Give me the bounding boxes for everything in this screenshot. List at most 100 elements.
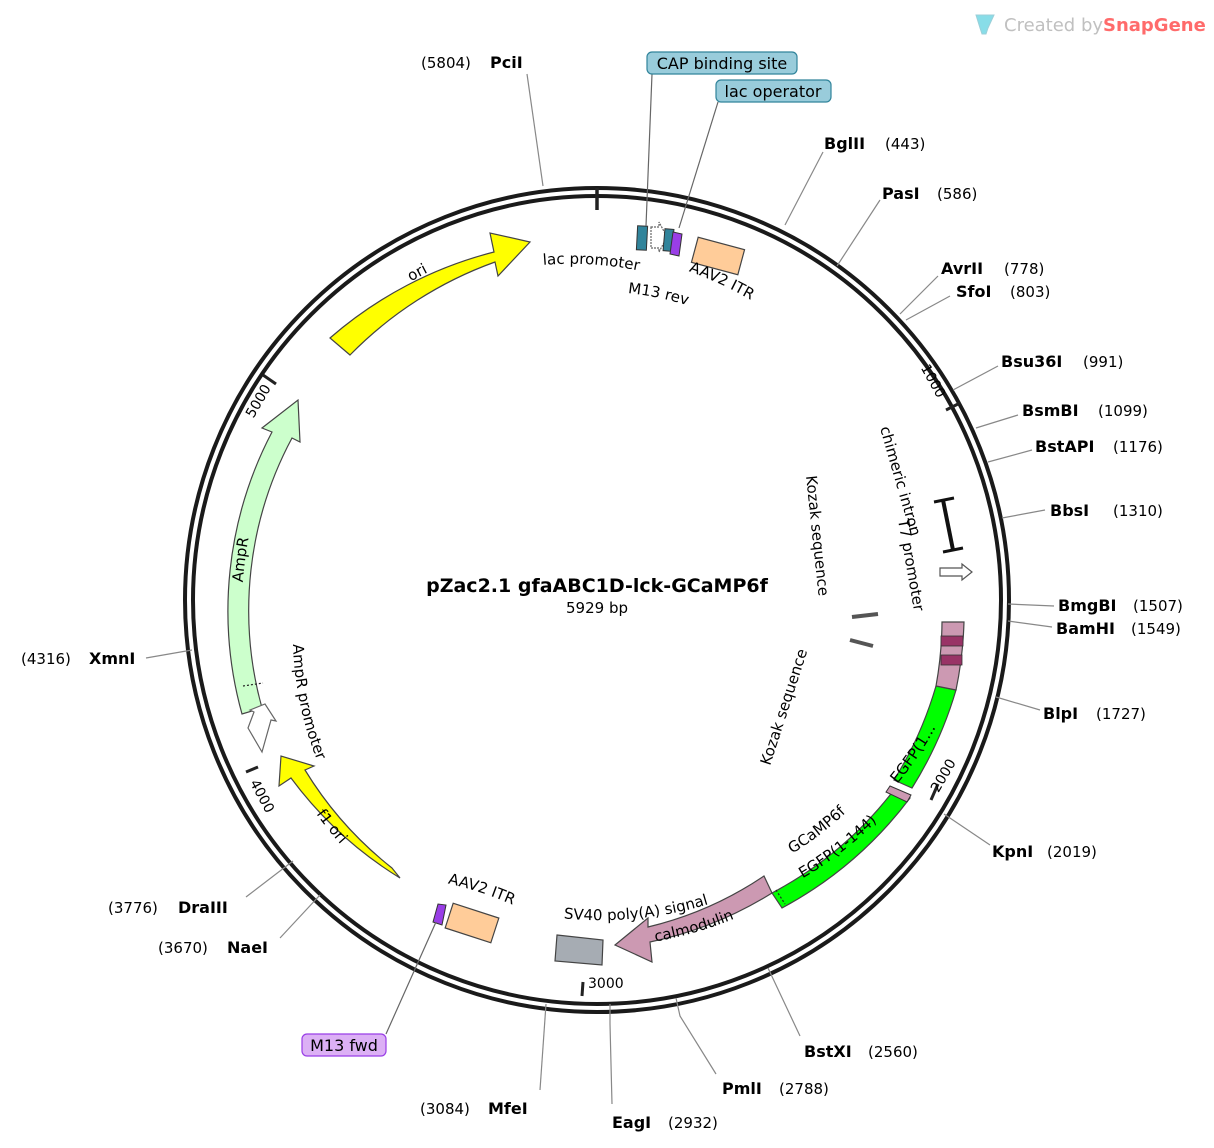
site-draiii-pos: (3776) (108, 899, 158, 917)
site-blpi-pos: (1727) (1096, 705, 1146, 723)
snapgene-watermark: Created by SnapGene (975, 14, 1206, 36)
cap-binding-text: CAP binding site (657, 54, 787, 73)
chimeric-intron-bar[interactable] (941, 499, 955, 551)
site-bsu36i-name: Bsu36I (1001, 352, 1062, 371)
site-avrii-name: AvrII (941, 259, 983, 278)
site-bmgbi[interactable]: BmgBI (1507) (1007, 596, 1183, 615)
m13-fwd-text: M13 fwd (310, 1036, 378, 1055)
site-sfoi[interactable]: SfoI (803) (905, 282, 1050, 321)
ori-arrow[interactable] (329, 232, 532, 356)
site-bstxi-pos: (2560) (868, 1043, 918, 1061)
site-pcii-name: PciI (490, 53, 523, 72)
site-bsmbi-name: BsmBI (1022, 401, 1079, 420)
site-kpni-name: KpnI (992, 842, 1033, 861)
site-pasi[interactable]: PasI (586) (836, 184, 977, 267)
cap-binding-box[interactable] (646, 51, 798, 75)
site-avrii[interactable]: AvrII (778) (899, 259, 1044, 315)
kozak-2-label: Kozak sequence (757, 647, 812, 768)
ampr-promoter-arrow[interactable] (247, 703, 278, 754)
tick-2000: 2000 (928, 756, 960, 801)
site-bstxi-name: BstXI (804, 1042, 852, 1061)
watermark-prefix: Created by (1004, 15, 1103, 36)
site-bsmbi[interactable]: BsmBI (1099) (975, 401, 1148, 429)
site-bamhi[interactable]: BamHI (1549) (1007, 619, 1181, 638)
site-bstapi-pos: (1176) (1113, 438, 1163, 456)
ampr-promoter-label: AmpR promoter (289, 644, 330, 763)
site-blpi[interactable]: BlpI (1727) (995, 696, 1146, 723)
site-bstapi[interactable]: BstAPI (1176) (987, 437, 1163, 463)
aav2-itr-1-box[interactable] (690, 236, 746, 276)
site-bamhi-name: BamHI (1056, 619, 1115, 638)
site-pcii[interactable]: (5804) PciI (421, 53, 544, 187)
site-xmni-name: XmnI (89, 649, 135, 668)
site-pmli-pos: (2788) (779, 1080, 829, 1098)
egfp-linker[interactable] (885, 785, 912, 803)
site-mfei[interactable]: (3084) MfeI (420, 1003, 547, 1118)
lac-promoter-label: lac promoter (542, 250, 642, 275)
cap-binding-callout: CAP binding site (645, 51, 798, 227)
chimeric-intron-cap-top (933, 496, 955, 504)
site-bstapi-name: BstAPI (1035, 437, 1094, 456)
site-sfoi-pos: (803) (1010, 283, 1050, 301)
site-blpi-name: BlpI (1043, 704, 1078, 723)
site-bsu36i[interactable]: Bsu36I (991) (952, 352, 1123, 391)
tick-3000-label: 3000 (588, 976, 624, 992)
tick-5000-label: 5000 (243, 382, 275, 421)
site-bmgbi-name: BmgBI (1058, 596, 1116, 615)
egfp-2-block[interactable] (771, 789, 911, 909)
kozak-1-label: Kozak sequence (802, 475, 833, 597)
site-bglii[interactable]: BglII (443) (784, 134, 925, 226)
m13-rev-label: M13 rev (627, 279, 691, 309)
cap-binding-block[interactable] (635, 225, 649, 251)
site-bglii-pos: (443) (885, 135, 925, 153)
site-xmni-pos: (4316) (21, 650, 71, 668)
site-eagi-pos: (2932) (668, 1114, 718, 1132)
site-draiii[interactable]: (3776) DraIII (108, 860, 294, 917)
kozak-2-mark[interactable] (849, 638, 874, 648)
calmodulin-arrow[interactable] (613, 875, 773, 963)
site-kpni[interactable]: KpnI (2019) (943, 813, 1097, 861)
m13-fwd-arrow[interactable] (432, 903, 447, 926)
site-pmli[interactable]: PmlI (2788) (675, 997, 829, 1098)
m13-fwd-callout: M13 fwd (301, 921, 437, 1057)
site-bsmbi-pos: (1099) (1098, 402, 1148, 420)
lac-operator-box[interactable] (715, 79, 832, 103)
site-naei[interactable]: (3670) NaeI (158, 894, 321, 957)
site-pasi-pos: (586) (937, 185, 977, 203)
ampr-arrow[interactable] (227, 398, 301, 715)
site-bbsi[interactable]: BbsI (1310) (1001, 501, 1163, 520)
site-bamhi-pos: (1549) (1131, 620, 1181, 638)
aav2-itr-2-label: AAV2 ITR (447, 870, 518, 909)
site-eagi[interactable]: EagI (2932) (609, 1004, 718, 1132)
lac-operator-callout: lac operator (678, 79, 832, 229)
m13-fwd-box[interactable] (301, 1033, 387, 1057)
site-xmni[interactable]: (4316) XmnI (21, 649, 193, 668)
lac-promoter-arrow[interactable] (650, 221, 668, 253)
chimeric-intron-cap-bottom (942, 546, 964, 554)
sv40-box[interactable] (554, 934, 604, 966)
snapgene-logo-icon (975, 14, 995, 35)
m13-rev-arrow[interactable] (669, 231, 683, 257)
site-pcii-pos: (5804) (421, 54, 471, 72)
watermark-brand: SnapGene (1103, 15, 1206, 36)
f1-ori-arrow[interactable] (278, 755, 401, 879)
site-bsu36i-pos: (991) (1083, 353, 1123, 371)
plasmid-length: 5929 bp (566, 599, 628, 617)
site-naei-name: NaeI (227, 938, 268, 957)
site-mfei-pos: (3084) (420, 1100, 470, 1118)
t7-promoter-arrow[interactable] (939, 562, 973, 582)
site-sfoi-name: SfoI (956, 282, 991, 301)
site-pmli-name: PmlI (722, 1079, 762, 1098)
site-bstxi[interactable]: BstXI (2560) (767, 967, 918, 1061)
site-naei-pos: (3670) (158, 939, 208, 957)
lck-mark-1 (940, 635, 964, 647)
lck-mark-2 (940, 654, 963, 666)
kozak-1-mark[interactable] (851, 612, 879, 619)
site-bbsi-name: BbsI (1050, 501, 1089, 520)
lac-operator-text: lac operator (725, 82, 822, 101)
site-bbsi-pos: (1310) (1113, 502, 1163, 520)
ampr-label: AmpR (229, 536, 253, 583)
site-pasi-name: PasI (882, 184, 920, 203)
aav2-itr-2-box[interactable] (444, 902, 500, 944)
